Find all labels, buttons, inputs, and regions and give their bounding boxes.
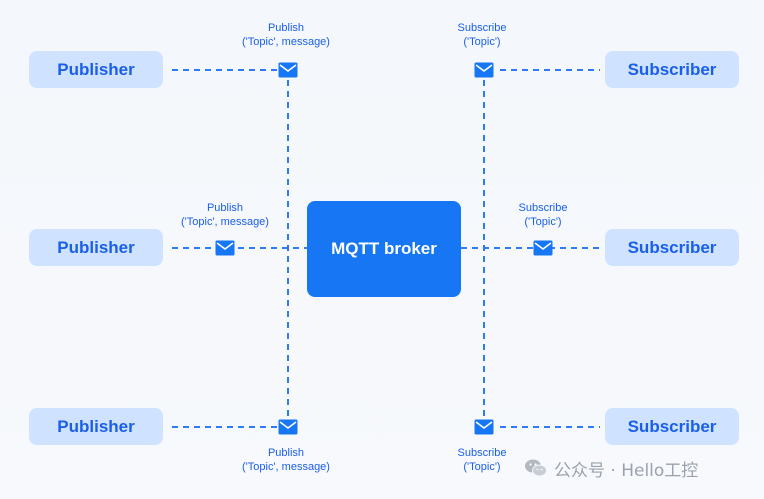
envelope-icon xyxy=(474,419,494,435)
envelope-icon xyxy=(215,240,235,256)
publish-label-line2: ('Topic', message) xyxy=(242,36,330,48)
publish-label-line1: Publish xyxy=(206,202,244,214)
subscriber-label: Subscriber xyxy=(627,416,717,436)
publish-label-3: Publish ('Topic', message) xyxy=(216,446,356,474)
subscriber-label: Subscriber xyxy=(627,59,717,79)
subscribe-label-line2: ('Topic') xyxy=(463,461,501,473)
publish-label-line1: Publish xyxy=(267,22,305,34)
subscribe-label-2: Subscribe ('Topic') xyxy=(473,201,613,229)
publish-label-2: Publish ('Topic', message) xyxy=(155,201,295,229)
publisher-node-2: Publisher xyxy=(29,229,163,266)
subscribe-label-1: Subscribe ('Topic') xyxy=(412,21,552,49)
subscribe-label-3: Subscribe ('Topic') xyxy=(412,446,552,474)
envelope-icon xyxy=(533,240,553,256)
publisher-node-3: Publisher xyxy=(29,408,163,445)
publish-label-line2: ('Topic', message) xyxy=(242,461,330,473)
publish-label-1: Publish ('Topic', message) xyxy=(216,21,356,49)
publish-label-line1: Publish xyxy=(267,447,305,459)
subscriber-node-1: Subscriber xyxy=(605,51,739,88)
publisher-node-1: Publisher xyxy=(29,51,163,88)
broker-label: MQTT broker xyxy=(331,239,437,258)
subscribe-label-line2: ('Topic') xyxy=(524,216,562,228)
subscriber-label: Subscriber xyxy=(627,237,717,257)
wechat-icon xyxy=(525,459,547,477)
subscribe-label-line1: Subscribe xyxy=(457,447,507,459)
subscriber-node-3: Subscriber xyxy=(605,408,739,445)
watermark: 公众号 · Hello工控 xyxy=(524,455,698,481)
envelope-icon xyxy=(278,62,298,78)
mqtt-broker-node: MQTT broker xyxy=(307,201,461,297)
subscribe-label-line2: ('Topic') xyxy=(463,36,501,48)
publisher-label: Publisher xyxy=(57,59,135,79)
publisher-label: Publisher xyxy=(57,416,135,436)
publish-label-line2: ('Topic', message) xyxy=(181,216,269,228)
watermark-text: 公众号 · Hello工控 xyxy=(554,460,699,481)
envelope-icon xyxy=(278,419,298,435)
publisher-label: Publisher xyxy=(57,237,135,257)
subscribe-label-line1: Subscribe xyxy=(457,22,507,34)
subscribe-label-line1: Subscribe xyxy=(518,202,568,214)
subscriber-node-2: Subscriber xyxy=(605,229,739,266)
envelope-icon xyxy=(474,62,494,78)
